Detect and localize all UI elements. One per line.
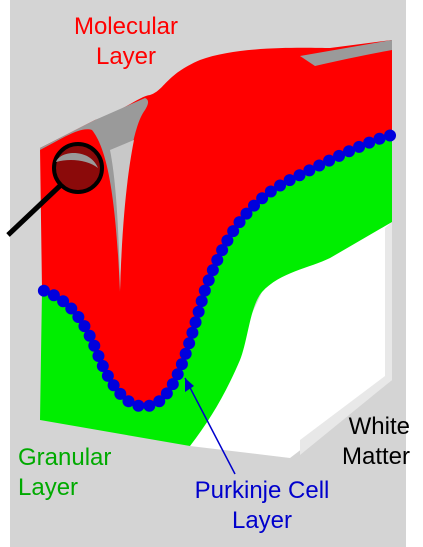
purkinje-cell xyxy=(186,327,198,339)
granular-label-line1: Granular xyxy=(18,443,128,473)
molecular-label-line1: Molecular xyxy=(52,12,200,42)
purkinje-label-line1: Purkinje Cell xyxy=(172,476,352,506)
purkinje-cell xyxy=(132,400,144,412)
purkinje-cell xyxy=(196,295,208,307)
granular-label-line2: Layer xyxy=(18,473,128,503)
purkinje-cell xyxy=(183,337,195,349)
purkinje-cell xyxy=(199,285,211,297)
white-matter-label-line1: White xyxy=(306,412,410,442)
purkinje-cell xyxy=(190,316,202,328)
white-matter-label: White Matter xyxy=(306,412,410,472)
white-matter-label-line2: Matter xyxy=(306,442,410,472)
molecular-layer-label: Molecular Layer xyxy=(52,12,200,72)
purkinje-label-line2: Layer xyxy=(172,506,352,536)
purkinje-cell xyxy=(176,358,188,370)
granular-layer-label: Granular Layer xyxy=(18,443,128,503)
purkinje-cell xyxy=(180,348,192,360)
purkinje-cell xyxy=(193,306,205,318)
purkinje-cell xyxy=(384,129,396,141)
purkinje-layer-label: Purkinje Cell Layer xyxy=(172,476,352,536)
purkinje-cell xyxy=(374,133,386,145)
molecular-label-line2: Layer xyxy=(52,42,200,72)
purkinje-cell xyxy=(363,137,375,149)
